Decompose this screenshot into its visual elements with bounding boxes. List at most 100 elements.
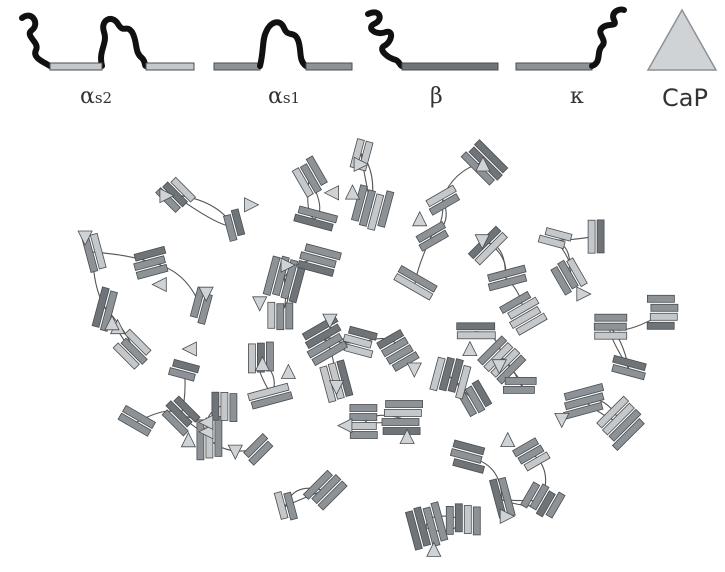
casein-rod-clusters [81, 138, 679, 551]
rod-cluster [487, 264, 528, 292]
rod-cluster [520, 481, 566, 519]
cap-triangle [198, 424, 214, 440]
alpha-s2-label: αs2 [80, 84, 112, 109]
casein-rod [380, 336, 409, 358]
casein-rod [170, 176, 197, 203]
casein-rod [422, 506, 441, 547]
casein-rod [280, 259, 299, 300]
cap-triangle [500, 431, 516, 448]
casein-rod [472, 506, 481, 536]
casein-rod [404, 510, 423, 551]
rod-cluster [445, 503, 481, 536]
casein-rod [385, 400, 423, 408]
beta-label: β [430, 84, 443, 109]
casein-rod [99, 290, 118, 332]
legend-item-cap: CaP [642, 0, 722, 115]
rod-cluster [489, 476, 516, 519]
cap-triangle [328, 380, 345, 396]
cap-triangle [491, 359, 507, 375]
rod-cluster [91, 286, 118, 332]
casein-rod [250, 391, 294, 410]
cap-triangle [280, 257, 296, 273]
casein-rod [499, 290, 532, 315]
cap-triangle [399, 428, 415, 444]
cap-triangle [412, 210, 428, 227]
rod-cluster [293, 205, 339, 232]
cap-triangle [280, 363, 297, 379]
rod-cluster [393, 265, 438, 301]
rod-cluster [348, 404, 378, 439]
casein-rod [393, 272, 434, 301]
rod-cluster [167, 358, 200, 382]
rod-cluster [550, 257, 588, 296]
casein-rod [348, 422, 377, 430]
cap-triangle [227, 444, 243, 460]
alpha-s1-symbol: α [268, 84, 283, 109]
casein-rod [454, 503, 463, 533]
alpha-s1-label: αs1 [268, 84, 300, 109]
rod-cluster [512, 437, 551, 472]
rod-cluster [415, 220, 450, 252]
casein-rod [477, 335, 508, 366]
casein-rod [587, 219, 596, 254]
cap-nanoclusters [77, 156, 592, 557]
cap-triangle [180, 431, 197, 448]
casein-rod [537, 234, 566, 250]
casein-rod [350, 184, 368, 222]
casein-rod [646, 321, 675, 330]
cap-triangle [322, 313, 338, 329]
casein-rod [504, 376, 537, 385]
casein-rod [507, 296, 540, 320]
cap-triangle [426, 541, 442, 557]
casein-rod [601, 402, 635, 436]
casein-rod [381, 418, 420, 426]
rod-cluster [342, 325, 378, 359]
rod-cluster [456, 322, 496, 340]
casein-rod [124, 328, 152, 356]
casein-rod [596, 395, 630, 429]
casein-rod [120, 337, 148, 365]
casein-rod [523, 451, 551, 472]
casein-rod [596, 219, 605, 254]
casein-rod [473, 139, 509, 174]
casein-rod [449, 448, 483, 464]
casein-micelle-illustration [77, 138, 679, 557]
casein-rod [247, 382, 290, 402]
cap-triangle [499, 508, 516, 524]
rod-cluster [243, 432, 274, 466]
rod-cluster [502, 376, 537, 394]
casein-rod [293, 213, 334, 232]
casein-rod [471, 379, 493, 408]
rod-cluster [247, 382, 294, 410]
casein-rod [247, 343, 256, 374]
casein-rod [487, 264, 527, 283]
casein-rod [133, 255, 166, 272]
casein-rod [117, 412, 152, 437]
cap-triangle [197, 414, 214, 430]
casein-rod [230, 208, 246, 237]
casein-rod [383, 409, 422, 417]
cap-triangle [151, 276, 167, 293]
cap-triangle [159, 187, 175, 204]
casein-rod [377, 190, 395, 228]
casein-rod [196, 419, 205, 461]
beta-symbol: β [430, 84, 443, 109]
casein-rod [342, 333, 373, 349]
alpha-s1-glyph [213, 19, 353, 71]
rod-cluster [593, 313, 628, 340]
casein-rod [502, 385, 535, 394]
rod-cluster [267, 301, 294, 331]
cap-triangle [254, 355, 271, 372]
cap-triangle [474, 234, 490, 250]
rod-cluster [562, 383, 605, 420]
casein-rod [172, 358, 200, 374]
casein-rod [438, 356, 455, 392]
casein-rod [418, 229, 450, 252]
cap-triangle [77, 230, 93, 246]
casein-rod [162, 181, 189, 208]
casein-rod [557, 259, 579, 290]
casein-rod [496, 354, 527, 385]
casein-rod [248, 440, 274, 466]
rod-cluster [467, 225, 508, 266]
casein-rod [349, 138, 365, 169]
